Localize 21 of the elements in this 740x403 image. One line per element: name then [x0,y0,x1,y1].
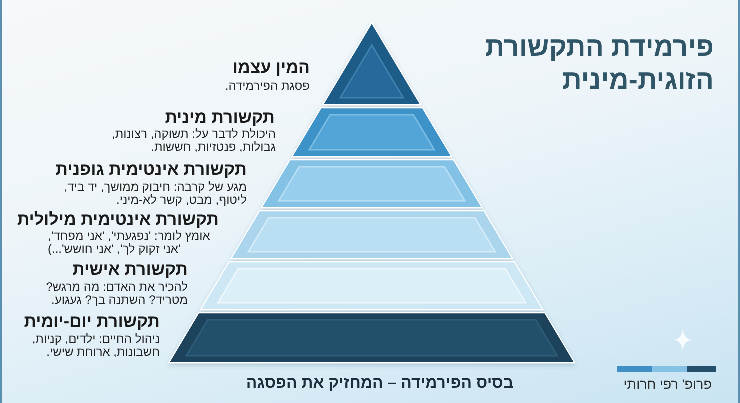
tier-description: ניהול החיים: ילדים, קניות, חשבונות, ארוחת שישי. [31,333,160,358]
tier-heading: תקשורת מינית [165,108,275,127]
tier-heading: תקשורת אינטימית גופנית [56,160,247,179]
tier-description: פסגת הפירמידה. [224,80,310,92]
tier-description: מגע של קרבה: חיבוק ממושך, יד ביד, ליטוף, מבט, קשר לא-מיני. [63,181,247,206]
author-credit: פרופ' רפי חרותי [624,377,712,393]
pyramid-tier [200,261,544,311]
caption: בסיס הפירמידה – המחזיק את הפסגה [246,374,514,393]
tier-heading: תקשורת אינטימית מילולית [17,210,219,229]
pyramid-tier [322,22,422,106]
diagram-title: פירמידת התקשורת הזוגית-מינית [484,31,714,97]
tier-heading: תקשורת יום-יומית [24,312,160,331]
tier-heading: תקשורת אישית [72,260,188,279]
pyramid-tier [168,312,576,364]
pyramid-tier [230,210,514,260]
tier-description: אומץ לומר: 'נפגעתי', 'אני מפחד', 'אני זקוק לך', 'אני חושש'...) [48,230,212,255]
pyramid-tier [291,107,453,158]
tier-heading: המין עצמו [232,58,310,77]
tier-description: להכיר את האדם: מה מרגש? מטריד? השתנה בך? געגוע. [45,281,188,306]
tier-description: היכולת לדבר על: תשוקה, רצונות, גבולות, פנטזיות, חששות. [111,128,276,153]
pyramid-tier [260,159,484,209]
